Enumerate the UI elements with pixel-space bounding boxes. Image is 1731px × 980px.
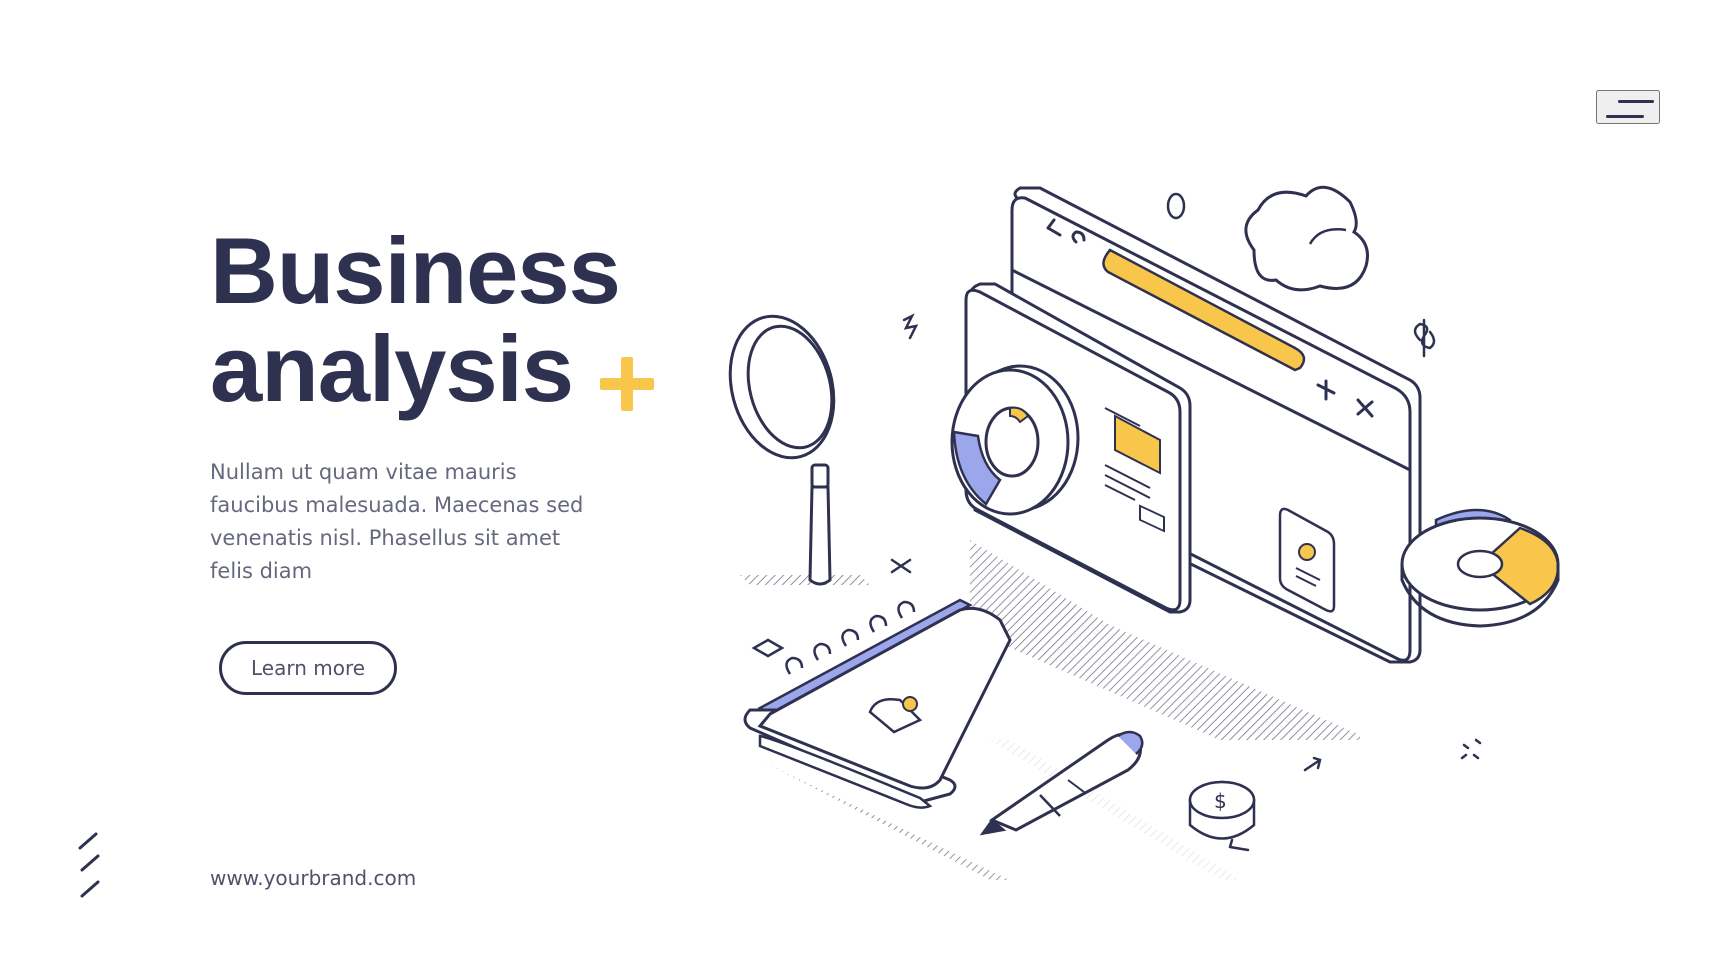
menu-icon-bar [1606, 115, 1644, 118]
floor-shadow [740, 540, 1360, 880]
decorations [751, 192, 1482, 852]
hero-description: Nullam ut quam vitae mauris faucibus mal… [210, 460, 584, 583]
donut-chart-icon [950, 364, 1080, 516]
pen-icon [979, 730, 1144, 836]
website-link[interactable]: www.yourbrand.com [210, 866, 417, 890]
menu-icon [1618, 100, 1654, 103]
pie-chart-icon [1400, 508, 1560, 628]
decorative-slashes-icon [78, 832, 100, 898]
browser-window-icon [1010, 186, 1422, 664]
menu-button[interactable] [1596, 90, 1660, 124]
hero-title: Business analysis [210, 218, 621, 421]
svg-text:$: $ [1214, 789, 1227, 813]
hero-title-line-2: analysis [210, 316, 574, 421]
cloud-icon [1244, 185, 1369, 292]
plus-icon [600, 357, 654, 411]
notebook-icon [743, 598, 1012, 809]
magnifier-icon [728, 314, 836, 586]
business-analysis-illustration: $ [728, 185, 1560, 880]
learn-more-button[interactable]: Learn more [219, 641, 397, 695]
coin-stack-icon: $ [1188, 780, 1256, 840]
hero-title-line-1: Business [210, 218, 621, 323]
